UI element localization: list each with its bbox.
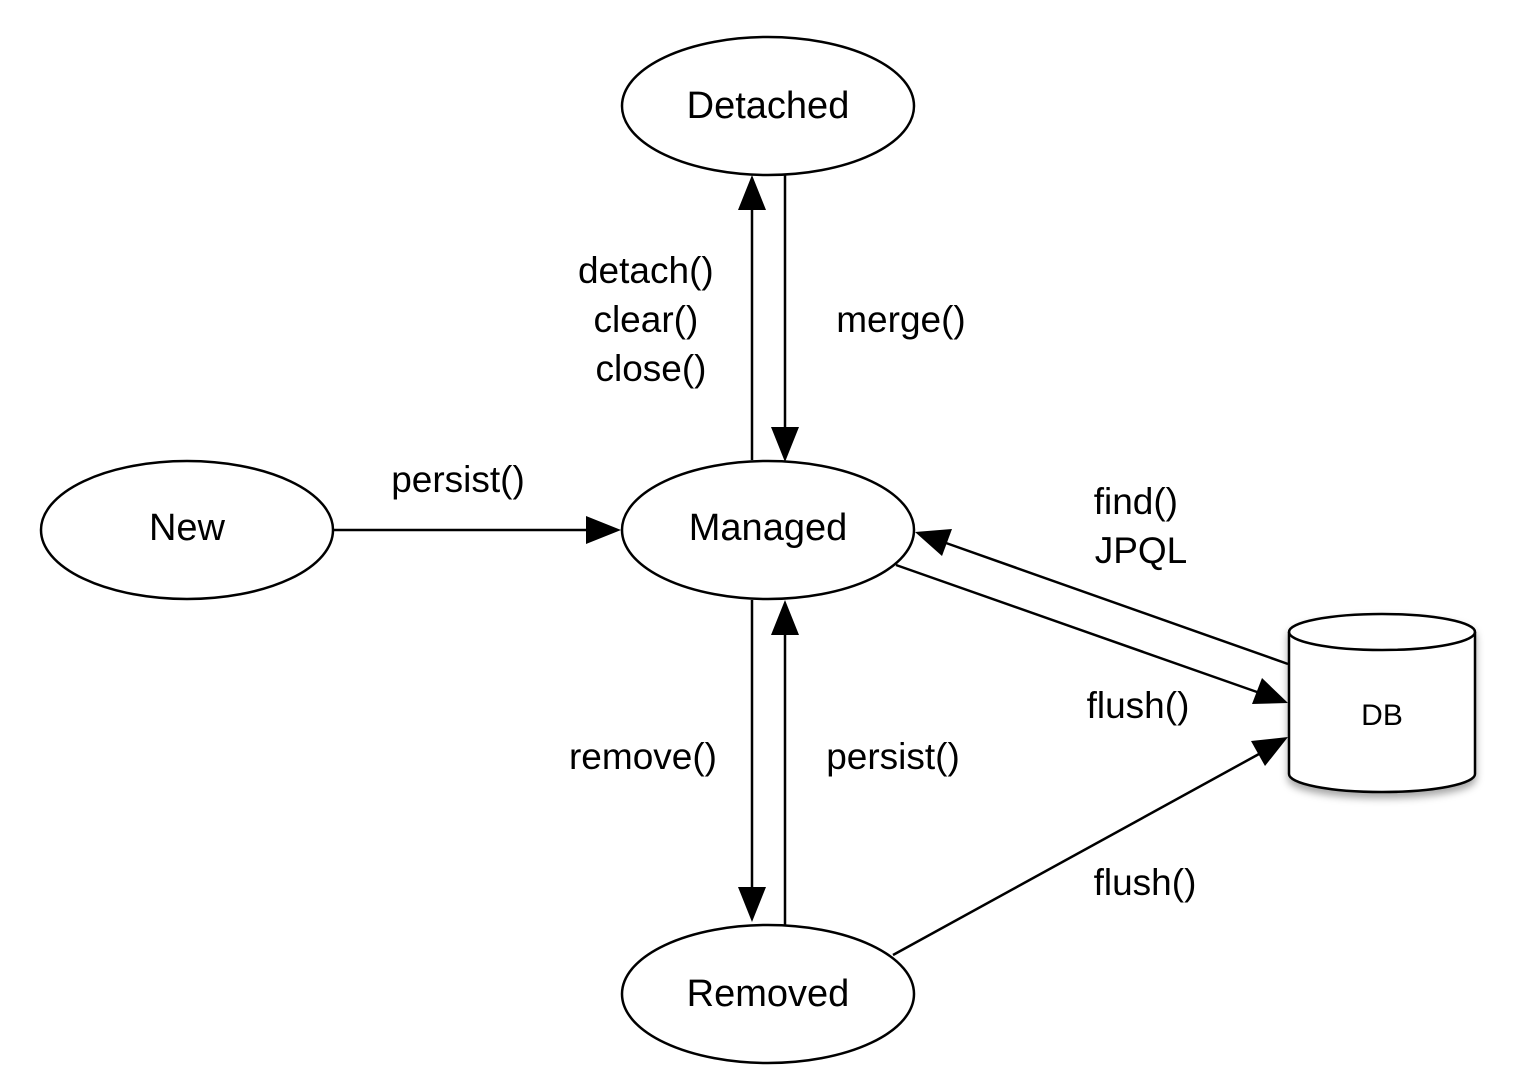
node-detached: Detached [620, 35, 916, 177]
edge-managed-to-db [895, 563, 1288, 704]
node-managed-shape [620, 459, 916, 601]
arrowhead [1252, 678, 1288, 704]
db-cylinder-rim [1287, 631, 1477, 652]
edge-db-to-managed [915, 529, 1289, 666]
label-persist-removed: persist() [826, 736, 960, 777]
label-persist-new: persist() [391, 459, 525, 500]
node-removed: Removed [620, 923, 916, 1065]
label-clear: clear() [593, 299, 698, 340]
node-managed-label: Managed [689, 507, 847, 549]
arrowhead [586, 516, 621, 544]
node-detached-shape [620, 35, 916, 177]
node-managed: Managed [620, 459, 916, 601]
arrowhead [738, 175, 766, 210]
node-detached-label: Detached [687, 85, 850, 127]
arrowhead [915, 529, 952, 556]
edge-managed-to-removed [738, 600, 766, 922]
edge-managed-to-detached [738, 175, 766, 460]
arrowhead [1251, 737, 1288, 766]
label-merge: merge() [836, 299, 966, 340]
label-jpql: JPQL [1095, 530, 1188, 571]
node-removed-label: Removed [687, 973, 850, 1015]
db-cylinder-icon [1287, 612, 1477, 794]
label-close: close() [595, 348, 706, 389]
edge-removed-to-db [892, 737, 1288, 957]
label-find: find() [1094, 481, 1178, 522]
label-detach: detach() [578, 250, 714, 291]
node-removed-shape [620, 923, 916, 1065]
node-db-label: DB [1361, 699, 1403, 732]
edge-removed-to-managed [771, 600, 799, 925]
label-find-jpql: find() JPQL [1094, 481, 1189, 571]
edge-new-to-managed [333, 516, 621, 544]
arrowhead [771, 427, 799, 462]
edge-detached-to-managed [771, 170, 799, 462]
node-db: DB [1287, 612, 1477, 794]
label-flush-removed: flush() [1094, 862, 1197, 903]
node-new-shape [39, 459, 335, 601]
arrowhead [771, 600, 799, 635]
label-detach-clear-close: detach() clear() close() [578, 250, 724, 389]
label-flush-managed: flush() [1087, 685, 1190, 726]
label-remove: remove() [569, 736, 717, 777]
node-new: New [39, 459, 335, 601]
arrowhead [738, 887, 766, 922]
node-new-label: New [149, 507, 226, 549]
